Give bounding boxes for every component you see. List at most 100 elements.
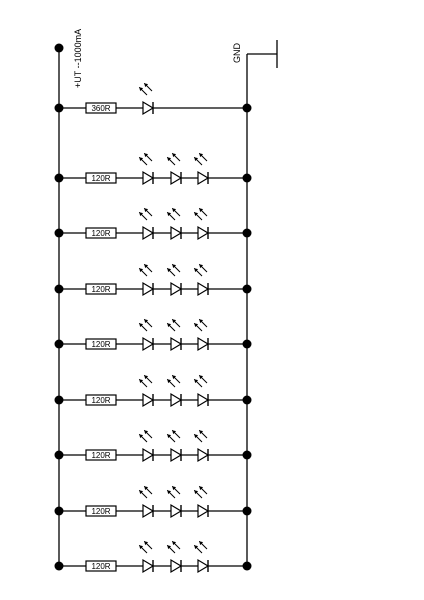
led-triangle bbox=[142, 100, 155, 116]
right-junction-node bbox=[242, 228, 252, 238]
led-icon bbox=[193, 485, 210, 519]
emission-arrowhead bbox=[172, 319, 177, 324]
resistor bbox=[85, 227, 117, 239]
led-icon bbox=[193, 429, 210, 463]
resistor-label: 120R bbox=[91, 451, 110, 460]
emission-arrowhead bbox=[144, 430, 149, 435]
led-icon bbox=[166, 374, 183, 408]
led-icon bbox=[166, 152, 183, 186]
resistor-label: 120R bbox=[91, 285, 110, 294]
emission-arrowhead bbox=[144, 153, 149, 158]
led-icon bbox=[138, 429, 155, 463]
emission-arrowhead bbox=[167, 545, 172, 550]
right-junction-node bbox=[242, 450, 252, 460]
left-junction-node bbox=[54, 339, 64, 349]
emission-arrowhead bbox=[139, 379, 144, 384]
led-icon bbox=[138, 207, 155, 241]
led-icon bbox=[193, 263, 210, 297]
emission-arrowhead bbox=[144, 319, 149, 324]
led-triangle bbox=[197, 558, 210, 574]
resistor-label: 120R bbox=[91, 229, 110, 238]
led-row: 120R bbox=[54, 540, 252, 574]
led-triangle bbox=[197, 170, 210, 186]
emission-arrowhead bbox=[194, 268, 199, 273]
resistor bbox=[85, 338, 117, 350]
led-triangle bbox=[170, 281, 183, 297]
resistor bbox=[85, 560, 117, 572]
emission-arrowhead bbox=[199, 375, 204, 380]
emission-arrowhead bbox=[139, 87, 144, 92]
left-junction-node bbox=[54, 561, 64, 571]
led-triangle bbox=[142, 447, 155, 463]
led-icon bbox=[166, 485, 183, 519]
led-icon bbox=[166, 263, 183, 297]
emission-arrowhead bbox=[194, 212, 199, 217]
emission-arrowhead bbox=[139, 434, 144, 439]
left-junction-node bbox=[54, 284, 64, 294]
emission-arrowhead bbox=[144, 208, 149, 213]
emission-arrowhead bbox=[199, 208, 204, 213]
led-icon bbox=[166, 540, 183, 574]
led-icon bbox=[138, 540, 155, 574]
led-triangle bbox=[170, 558, 183, 574]
emission-arrowhead bbox=[199, 153, 204, 158]
emission-arrowhead bbox=[194, 545, 199, 550]
emission-arrowhead bbox=[194, 323, 199, 328]
resistor bbox=[85, 283, 117, 295]
led-triangle bbox=[197, 225, 210, 241]
led-triangle bbox=[170, 170, 183, 186]
left-junction-node bbox=[54, 228, 64, 238]
led-icon bbox=[166, 318, 183, 352]
emission-arrowhead bbox=[144, 375, 149, 380]
led-row: 120R bbox=[54, 429, 252, 463]
led-icon bbox=[138, 152, 155, 186]
led-icon bbox=[193, 374, 210, 408]
emission-arrowhead bbox=[172, 541, 177, 546]
left-junction-node bbox=[54, 506, 64, 516]
emission-arrowhead bbox=[167, 268, 172, 273]
resistor bbox=[85, 102, 117, 114]
led-triangle bbox=[170, 225, 183, 241]
emission-arrowhead bbox=[139, 157, 144, 162]
led-icon bbox=[166, 429, 183, 463]
led-triangle bbox=[170, 447, 183, 463]
led-row: 120R bbox=[54, 207, 252, 241]
emission-arrowhead bbox=[139, 545, 144, 550]
led-triangle bbox=[142, 225, 155, 241]
emission-arrowhead bbox=[172, 486, 177, 491]
ground-label: GND bbox=[232, 43, 242, 64]
emission-arrowhead bbox=[194, 434, 199, 439]
emission-arrowhead bbox=[199, 430, 204, 435]
left-junction-node bbox=[54, 103, 64, 113]
led-icon bbox=[193, 318, 210, 352]
led-triangle bbox=[142, 170, 155, 186]
led-triangle bbox=[197, 336, 210, 352]
led-row: 120R bbox=[54, 374, 252, 408]
right-junction-node bbox=[242, 339, 252, 349]
led-icon bbox=[138, 263, 155, 297]
led-row: 120R bbox=[54, 485, 252, 519]
emission-arrowhead bbox=[172, 153, 177, 158]
led-row: 360R bbox=[54, 82, 252, 116]
resistor-label: 120R bbox=[91, 507, 110, 516]
led-icon bbox=[138, 82, 155, 116]
resistor-label: 360R bbox=[91, 104, 110, 113]
led-triangle bbox=[142, 281, 155, 297]
emission-arrowhead bbox=[199, 486, 204, 491]
emission-arrowhead bbox=[167, 434, 172, 439]
emission-arrowhead bbox=[167, 323, 172, 328]
emission-arrowhead bbox=[194, 157, 199, 162]
resistor-label: 120R bbox=[91, 340, 110, 349]
resistor bbox=[85, 394, 117, 406]
left-junction-node bbox=[54, 450, 64, 460]
right-junction-node bbox=[242, 506, 252, 516]
led-triangle bbox=[142, 336, 155, 352]
led-icon bbox=[193, 207, 210, 241]
right-junction-node bbox=[242, 395, 252, 405]
emission-arrowhead bbox=[194, 490, 199, 495]
emission-arrowhead bbox=[144, 486, 149, 491]
left-junction-node bbox=[54, 395, 64, 405]
resistor-label: 120R bbox=[91, 174, 110, 183]
emission-arrowhead bbox=[167, 490, 172, 495]
